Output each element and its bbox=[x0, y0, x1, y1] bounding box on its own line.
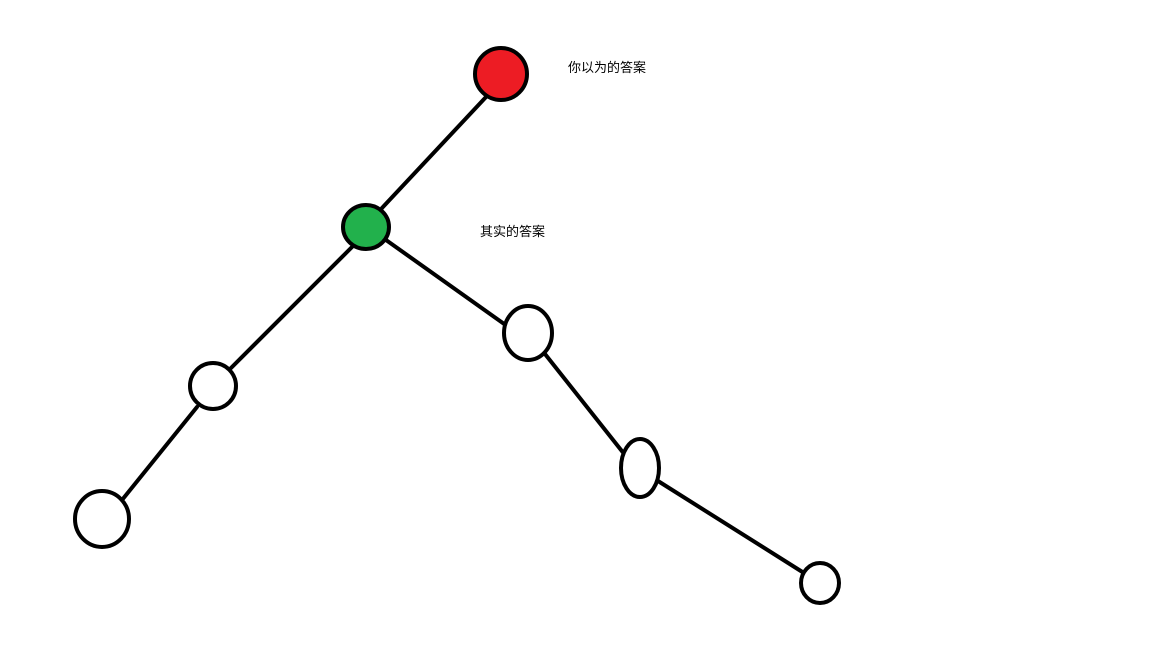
red-node-label: 你以为的答案 bbox=[568, 60, 646, 76]
green-node-label: 其实的答案 bbox=[480, 224, 545, 240]
green-node bbox=[341, 203, 391, 251]
right-bottom-node bbox=[799, 561, 841, 605]
right-mid-node bbox=[502, 304, 554, 362]
right-lower-node bbox=[619, 437, 661, 499]
left-bottom-node bbox=[73, 489, 131, 549]
left-mid-node bbox=[188, 361, 238, 411]
edge-right-mid-to-right-lower bbox=[543, 352, 627, 457]
edge-left-mid-to-left-bottom bbox=[120, 405, 199, 502]
edge-red-to-green bbox=[380, 95, 488, 210]
edge-green-to-left-mid bbox=[227, 241, 358, 372]
edge-right-lower-to-right-bottom bbox=[656, 479, 806, 575]
edge-green-to-right-mid bbox=[384, 238, 509, 328]
red-node bbox=[473, 46, 529, 102]
